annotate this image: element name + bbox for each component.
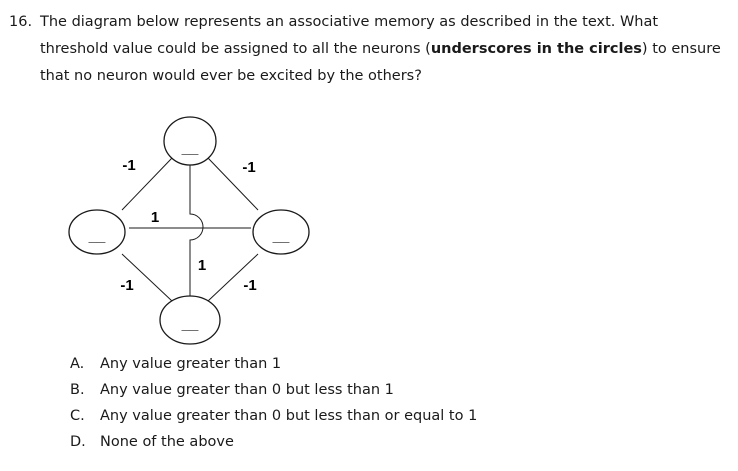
question-text-line-2b: ) to ensure (641, 41, 721, 57)
option-b-text: Any value greater than 0 but less than 1 (100, 382, 394, 398)
neuron-bottom: __ (159, 295, 221, 345)
option-a-text: Any value greater than 1 (100, 356, 282, 372)
option-a[interactable]: A. Any value greater than 1 (70, 351, 477, 377)
neuron-left-threshold: __ (88, 228, 106, 245)
neuron-top-threshold: __ (181, 140, 199, 157)
edge-top-bottom (189, 164, 204, 296)
weight-top-bottom: 1 (198, 257, 206, 274)
question-line-3: that no neuron would ever be excited by … (40, 68, 422, 84)
edge-right-bottom (207, 253, 259, 302)
question-text-line-2a: threshold value could be assigned to all… (40, 41, 431, 57)
weight-right-bottom: -1 (243, 277, 256, 294)
option-b-letter: B. (70, 382, 85, 398)
question-bold-phrase: underscores in the circles (430, 41, 642, 57)
option-d-text: None of the above (100, 434, 234, 450)
weight-left-bottom: -1 (120, 277, 133, 294)
edge-top-left (121, 157, 173, 211)
weight-top-right: -1 (242, 159, 255, 176)
option-c-text: Any value greater than 0 but less than o… (100, 408, 478, 424)
neuron-bottom-threshold: __ (181, 316, 199, 333)
edge-left-bottom (121, 253, 173, 302)
option-c[interactable]: C. Any value greater than 0 but less than… (70, 403, 477, 429)
option-a-letter: A. (70, 356, 85, 372)
option-c-letter: C. (70, 408, 85, 424)
weight-left-right: 1 (151, 209, 159, 226)
option-d[interactable]: D. None of the above (70, 429, 477, 455)
option-d-letter: D. (70, 434, 86, 450)
question-line-1: 16. The diagram below represents an assoc… (9, 9, 724, 36)
edge-top-right (207, 157, 259, 211)
neuron-right: __ (252, 209, 310, 255)
question-text-line-1: The diagram below represents an associat… (40, 14, 659, 30)
neuron-right-threshold: __ (272, 228, 290, 245)
weight-top-left: -1 (122, 157, 135, 174)
neuron-left: __ (68, 209, 126, 255)
neuron-top: __ (163, 116, 217, 166)
answer-options: A. Any value greater than 1 B. Any value g… (70, 351, 477, 455)
question-line-2: threshold value could be assigned to all… (9, 36, 724, 63)
question-number: 16. (9, 14, 33, 30)
option-b[interactable]: B. Any value greater than 0 but less than… (70, 377, 477, 403)
associative-memory-diagram: __ __ __ __ -1 -1 1 1 -1 -1 (68, 116, 310, 345)
question-text: 16. The diagram below represents an assoc… (9, 9, 724, 90)
